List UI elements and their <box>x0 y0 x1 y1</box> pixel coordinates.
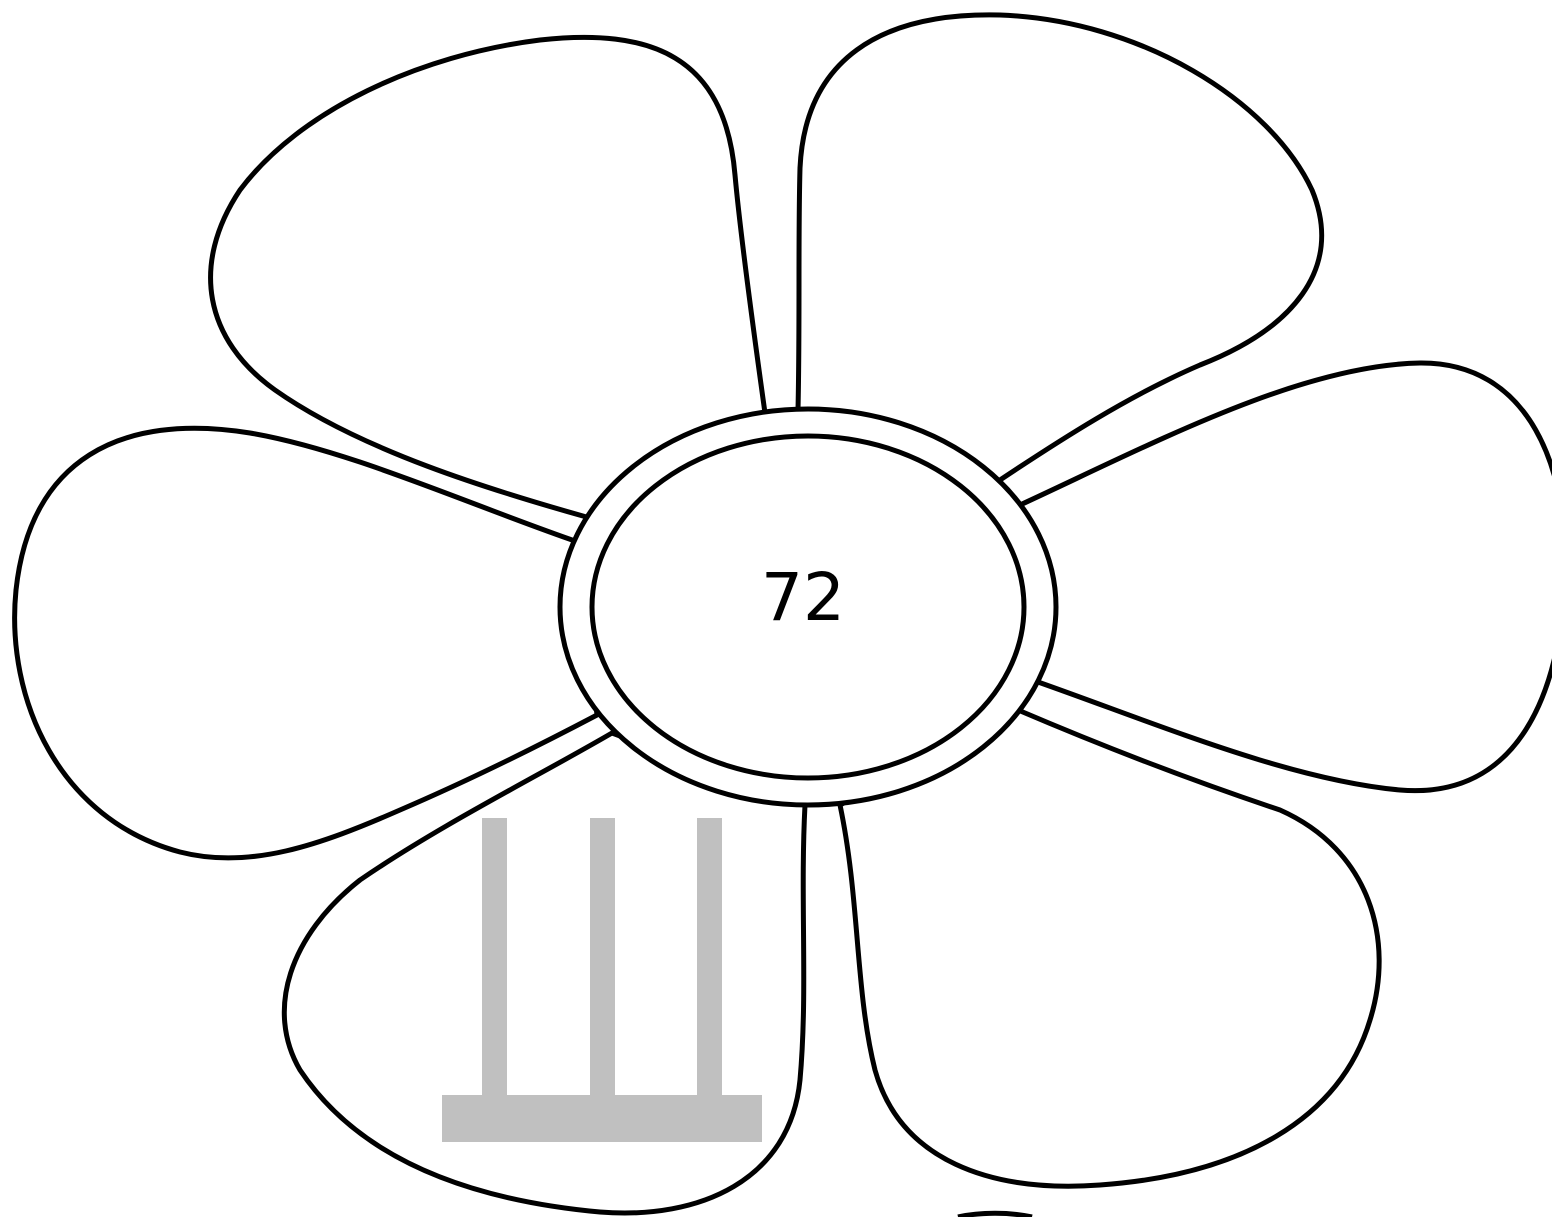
partial-outline-bottom <box>958 1213 1032 1217</box>
place-value-model <box>442 818 762 1142</box>
center-number: 72 <box>761 559 845 636</box>
tens-rod-3 <box>697 818 722 1103</box>
petal-right[interactable] <box>1020 363 1552 791</box>
tens-rod-2 <box>590 818 615 1103</box>
abacus-base <box>442 1095 762 1142</box>
tens-rod-1 <box>482 818 507 1103</box>
